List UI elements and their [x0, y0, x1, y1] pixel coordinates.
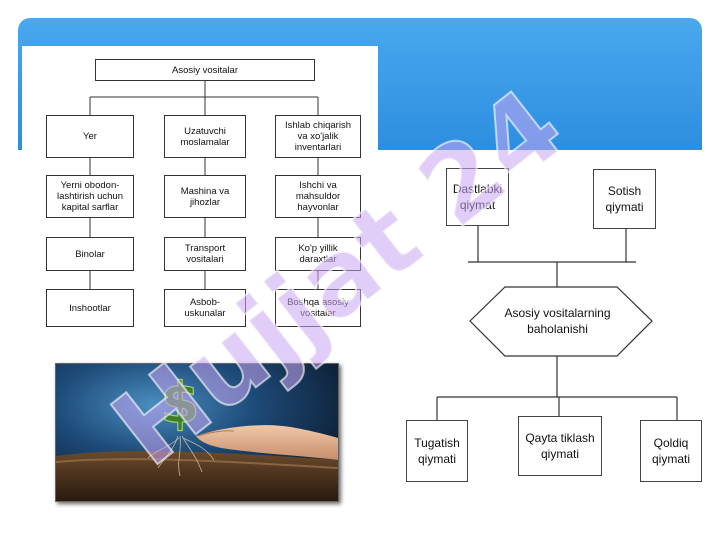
col2-box-1: Uzatuvchi moslamalar — [164, 115, 246, 158]
center-label: Asosiy vositalarning baholanishi — [504, 306, 611, 336]
dollar-sign-icon: $ — [161, 371, 200, 436]
bottom-box-tugatish: Tugatish qiymati — [406, 420, 468, 482]
col1-box-3: Binolar — [46, 237, 134, 271]
col1-box-2: Yerni obodon- lashtirish uchun kapital s… — [46, 175, 134, 218]
col3-box-2: Ishchi va mahsuldor hayvonlar — [275, 175, 361, 218]
col3-box-4: Boshqa asosiy vositalar — [275, 289, 361, 327]
col1-box-4: Inshootlar — [46, 289, 134, 327]
bottom-box-qoldiq: Qoldiq qiymati — [640, 420, 702, 482]
col2-box-2: Mashina va jihozlar — [164, 175, 246, 218]
top-box-dastlabki: Dastlabki qiymat — [446, 168, 509, 226]
bottom-box-qayta-tiklash: Qayta tiklash qiymati — [518, 416, 602, 476]
top-box-sotish: Sotish qiymati — [593, 169, 656, 229]
col1-box-1: Yer — [46, 115, 134, 158]
center-hexagon — [469, 286, 653, 357]
col3-box-3: Ko'p yillik daraxtlar — [275, 237, 361, 271]
money-plant-illustration: $ — [56, 364, 338, 501]
col3-box-1: Ishlab chiqarish va xo'jalik inventarlar… — [275, 115, 361, 158]
hand-icon — [196, 425, 338, 460]
col2-box-3: Transport vositalari — [164, 237, 246, 271]
col2-box-4: Asbob- uskunalar — [164, 289, 246, 327]
root-box: Asosiy vositalar — [95, 59, 315, 81]
money-plant-photo: $ — [55, 363, 339, 502]
